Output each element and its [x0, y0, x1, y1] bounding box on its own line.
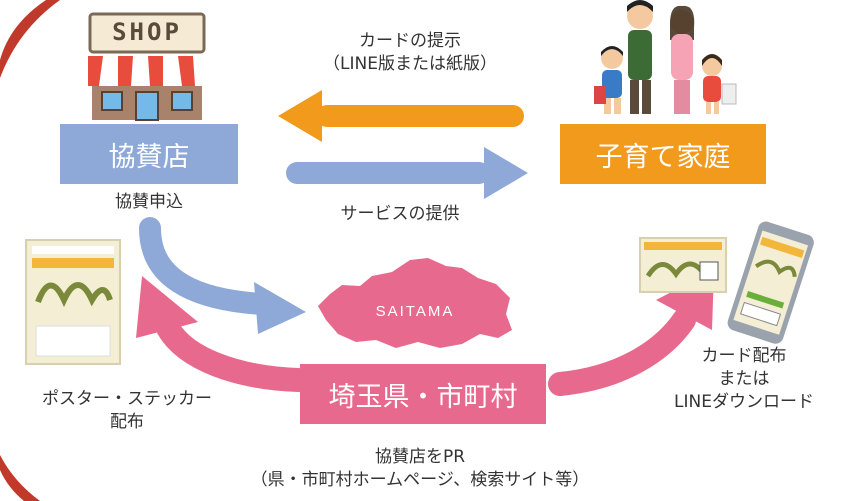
poster-line2: 配布	[110, 412, 144, 432]
pr-line1: 協賛店をPR	[374, 447, 466, 467]
card-phone-illustration	[639, 221, 814, 344]
family-illustration	[594, 0, 737, 114]
card-distribution-line1: カード配布	[701, 346, 787, 366]
family-box: 子育て家庭	[560, 124, 766, 184]
saitama-box-label: 埼玉県・市町村	[328, 381, 518, 413]
family-box-label: 子育て家庭	[595, 141, 731, 173]
poster-distribution-arrow	[136, 276, 310, 392]
pr-caption: 協賛店をPR （県・市町村ホームページ、検索サイト等）	[180, 446, 660, 492]
saitama-map-shape	[318, 258, 512, 348]
card-presentation-line2: （LINE版または紙版）	[323, 54, 497, 74]
poster-caption: ポスター・ステッカー 配布	[2, 388, 252, 434]
saitama-box: 埼玉県・市町村	[300, 364, 546, 424]
card-presentation-arrow	[278, 90, 524, 142]
shop-illustration	[80, 12, 214, 121]
shop-sign-text: SHOP	[112, 18, 182, 46]
card-distribution-line3: LINEダウンロード	[674, 392, 814, 412]
poster-line1: ポスター・ステッカー	[42, 389, 212, 409]
poster-illustration	[25, 239, 121, 365]
service-arrow	[286, 147, 528, 199]
shop-application-caption: 協賛申込	[115, 192, 183, 212]
card-presentation-line1: カードの提示	[359, 31, 461, 51]
pr-line2: （県・市町村ホームページ、検索サイト等）	[250, 470, 590, 490]
shop-box-label: 協賛店	[108, 141, 190, 173]
application-curved-arrow	[139, 217, 306, 334]
card-distribution-caption: カード配布 または LINEダウンロード	[650, 345, 838, 414]
service-caption: サービスの提供	[340, 204, 460, 224]
card-presentation-caption: カードの提示 （LINE版または紙版）	[270, 30, 550, 76]
shop-box: 協賛店	[60, 124, 238, 184]
corner-frame-top-left	[0, 0, 60, 78]
card-distribution-line2: または	[718, 369, 770, 389]
corner-frame-bottom-left	[0, 455, 40, 501]
saitama-map-label: SAITAMA	[375, 303, 455, 320]
